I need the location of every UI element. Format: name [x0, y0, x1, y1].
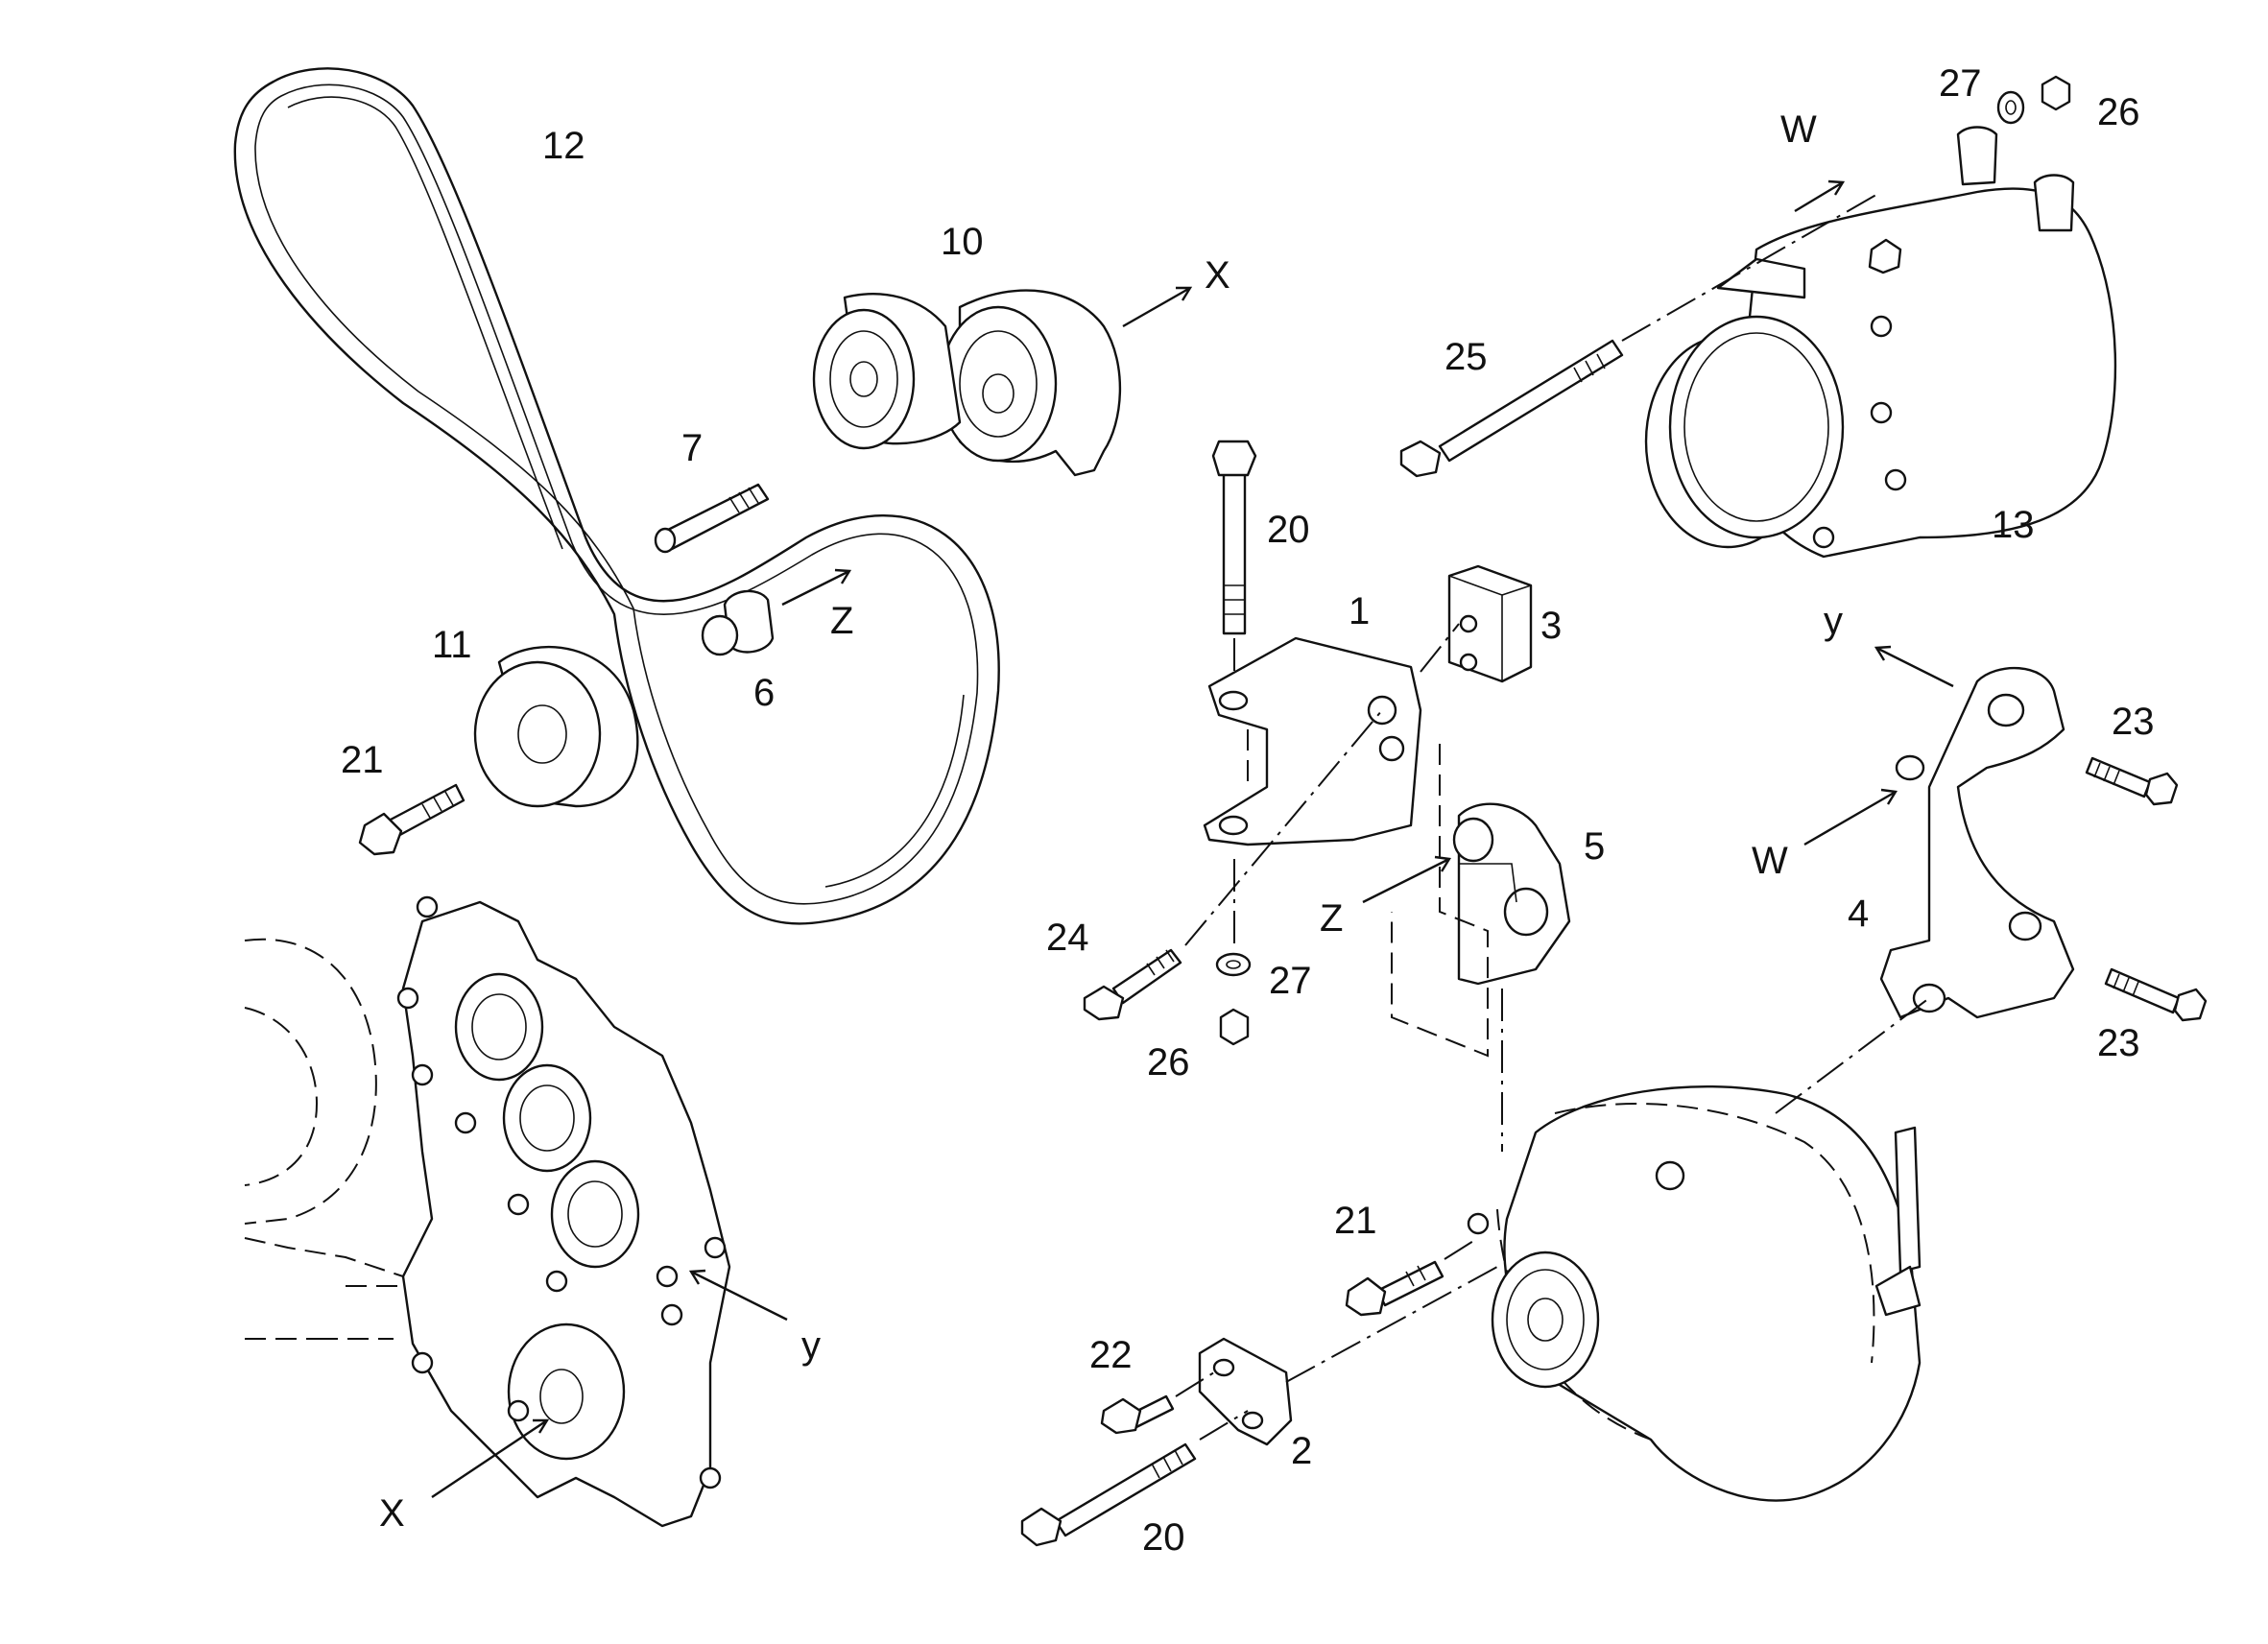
- bolt-21-right: [1345, 1237, 1479, 1317]
- mounting-plate-2: [1198, 1337, 1293, 1446]
- label-part-26-top: 26: [2097, 91, 2140, 133]
- tensioner-assembly-10: [812, 289, 1122, 477]
- label-part-20-bottom: 20: [1142, 1516, 1185, 1559]
- nut-26-top: [2041, 75, 2071, 111]
- bolt-21-left: [358, 783, 466, 856]
- washer-27-mid: [1215, 859, 1252, 977]
- label-part-7: 7: [681, 427, 703, 469]
- engine-front-cover: [244, 895, 731, 1528]
- label-view-z-belt: Z: [830, 600, 853, 642]
- label-part-1: 1: [1349, 590, 1370, 632]
- leader-alternator-bracket: [1775, 997, 1930, 1114]
- label-part-24: 24: [1046, 917, 1089, 959]
- label-part-21-left: 21: [341, 739, 384, 781]
- label-part-10: 10: [941, 221, 984, 263]
- nut-26-mid: [1219, 1008, 1250, 1046]
- label-view-x-tensioner: X: [1205, 254, 1230, 297]
- label-view-y-engine: y: [801, 1324, 821, 1367]
- mounting-bracket-5: [1391, 744, 1571, 1058]
- bolt-22: [1100, 1371, 1215, 1435]
- label-part-26-mid: 26: [1147, 1041, 1190, 1084]
- ac-compressor-13: [1644, 126, 2117, 559]
- bolt-20-top: [1211, 440, 1257, 701]
- drive-belt-12: [233, 67, 1000, 925]
- label-part-4: 4: [1848, 893, 1869, 935]
- mounting-bracket-4: [1879, 666, 2075, 1019]
- label-part-27-top: 27: [1939, 62, 1982, 105]
- label-view-z-bracket: Z: [1320, 897, 1343, 940]
- label-part-23-top: 23: [2112, 701, 2155, 743]
- label-part-21-right: 21: [1334, 1200, 1377, 1242]
- bolt-23-top: [2085, 756, 2179, 806]
- washer-27-top: [1996, 90, 2025, 125]
- idler-pulley-6: [701, 589, 775, 656]
- label-view-w-compressor: W: [1780, 108, 1817, 151]
- idler-pulley-11: [473, 645, 639, 808]
- label-part-12: 12: [542, 125, 585, 167]
- bolt-20-bottom: [1020, 1266, 1498, 1547]
- label-part-6: 6: [753, 672, 775, 714]
- label-part-27-mid: 27: [1269, 960, 1312, 1002]
- label-view-y-bracket: y: [1824, 600, 1843, 642]
- label-part-3: 3: [1540, 605, 1562, 647]
- label-part-25: 25: [1444, 336, 1488, 378]
- mounting-bracket-1: [1203, 636, 1422, 846]
- label-part-13: 13: [1992, 504, 2035, 546]
- view-arrows: [431, 179, 1954, 1498]
- label-part-20-top: 20: [1267, 509, 1310, 551]
- label-part-2: 2: [1291, 1430, 1312, 1472]
- label-view-x-engine: X: [379, 1492, 405, 1535]
- label-part-23-bottom: 23: [2097, 1022, 2140, 1064]
- label-part-22: 22: [1089, 1334, 1133, 1376]
- callout-labels: 12 10 7 11 6 21 25 27 26 13 20 1 3 5 24 …: [341, 62, 2155, 1559]
- bolt-7: [654, 483, 770, 554]
- spacer-block-3: [1420, 564, 1533, 683]
- label-part-11: 11: [432, 624, 472, 666]
- bolt-25: [1399, 191, 1882, 478]
- alternator: [1467, 989, 1922, 1502]
- bolt-24: [1083, 709, 1383, 1021]
- label-part-5: 5: [1584, 825, 1605, 868]
- label-view-w-bracket: W: [1752, 840, 1788, 882]
- bolt-23-bottom: [2104, 967, 2208, 1022]
